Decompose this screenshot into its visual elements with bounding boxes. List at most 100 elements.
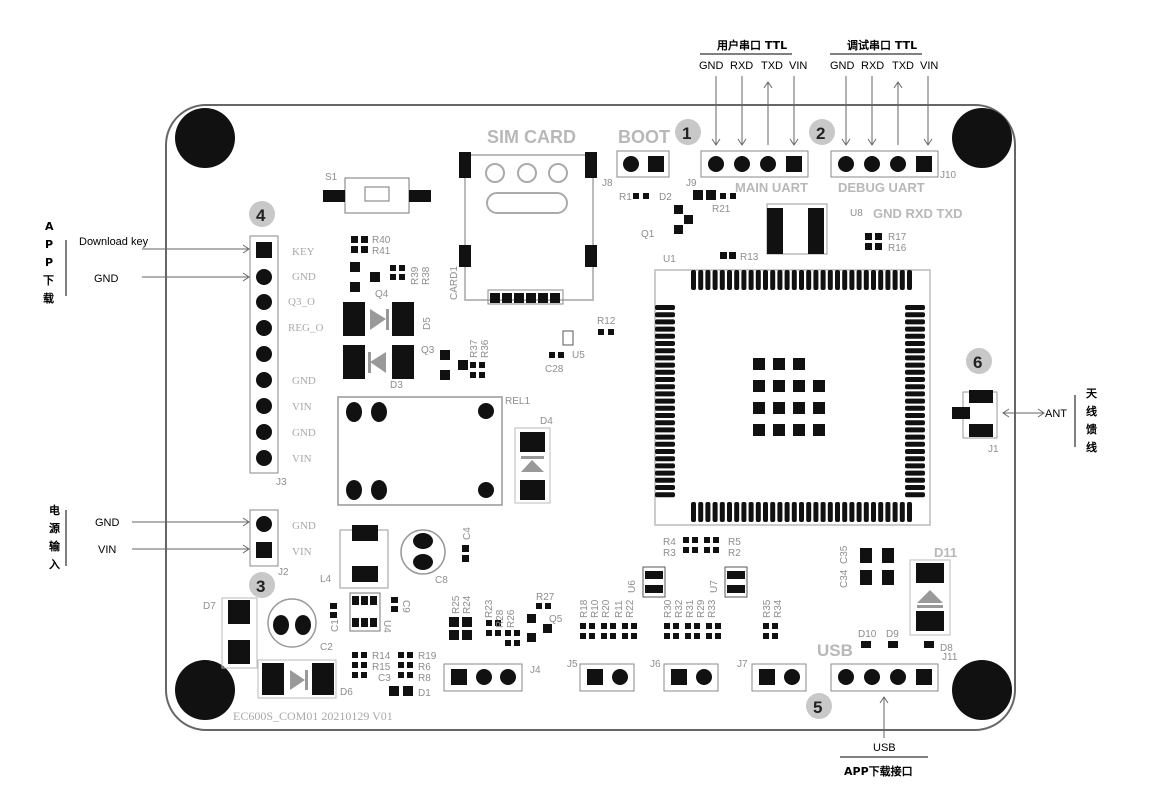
u1-pad: [905, 341, 925, 346]
svg-text:R34: R34: [773, 599, 784, 618]
u1-pad: [905, 492, 925, 498]
u1-pad: [712, 270, 718, 290]
svg-text:J6: J6: [650, 659, 661, 670]
debug-uart-header: [830, 150, 939, 178]
u1-pad: [755, 502, 761, 522]
svg-text:D1: D1: [418, 688, 431, 699]
u1-pad: [905, 384, 925, 390]
svg-text:KEY: KEY: [292, 246, 315, 258]
u1-pad: [905, 470, 925, 476]
svg-text:R1: R1: [619, 192, 632, 203]
svg-text:R15: R15: [372, 662, 391, 673]
svg-text:R41: R41: [372, 246, 391, 257]
svg-text:VIN: VIN: [292, 401, 312, 413]
svg-text:R16: R16: [888, 243, 907, 254]
badge-6: 6: [966, 348, 992, 374]
svg-text:R3: R3: [663, 548, 676, 559]
svg-text:J11: J11: [942, 652, 958, 663]
svg-text:GND: GND: [95, 517, 120, 529]
u1-pad: [727, 502, 732, 522]
u1-pad: [905, 434, 925, 440]
svg-text:R33: R33: [707, 599, 718, 618]
mounting-hole: [175, 660, 235, 720]
u1-pad: [655, 441, 675, 447]
svg-text:R14: R14: [372, 651, 391, 662]
svg-text:R8: R8: [418, 673, 431, 684]
u1-pad: [842, 270, 848, 290]
u1-pad: [655, 384, 675, 390]
svg-text:入: 入: [49, 558, 60, 571]
u1-pad: [905, 391, 925, 397]
svg-text:J4: J4: [530, 665, 541, 676]
u1-pad: [655, 362, 675, 368]
u1-pad: [741, 270, 747, 290]
u1-pad: [784, 270, 790, 290]
u1-pad: [770, 502, 776, 522]
u1-pad: [734, 502, 740, 522]
u1-pad: [655, 319, 675, 325]
u1-pad: [655, 369, 675, 375]
u1-pad: [863, 502, 869, 522]
svg-text:CARD1: CARD1: [449, 266, 460, 300]
u1-pad: [806, 270, 812, 290]
svg-text:J2: J2: [278, 567, 289, 578]
svg-text:天: 天: [1086, 387, 1098, 400]
relay-rel1: [337, 396, 503, 506]
mounting-hole: [952, 108, 1012, 168]
svg-text:R27: R27: [536, 592, 555, 603]
u1-pad: [655, 470, 675, 476]
u1-pad: [905, 441, 925, 447]
svg-text:U6: U6: [627, 580, 638, 593]
u1-pad: [655, 391, 675, 397]
u1-pad: [777, 502, 783, 522]
svg-text:REL1: REL1: [505, 396, 530, 407]
u1-pad: [827, 502, 833, 522]
u1-pad: [655, 463, 675, 469]
u1-pad: [892, 270, 898, 290]
svg-text:输: 输: [49, 539, 61, 553]
svg-text:线: 线: [1086, 440, 1097, 454]
usb-annotation-subtitle: APP下载接口: [844, 764, 913, 778]
u1-pad: [734, 270, 740, 290]
u1-pad: [655, 312, 675, 318]
u1-pad: [705, 502, 711, 522]
mounting-hole: [952, 660, 1012, 720]
u1-pad: [655, 427, 675, 433]
usb-annotation-title: USB: [873, 742, 896, 754]
svg-text:P: P: [45, 256, 53, 269]
u1-pad: [655, 456, 675, 462]
u1-pad: [655, 413, 675, 418]
svg-text:R28: R28: [495, 609, 506, 628]
u1-pad: [878, 502, 884, 522]
antenna-vertical-label: 天 线 馈 线: [1086, 387, 1098, 454]
svg-text:J7: J7: [737, 659, 748, 670]
svg-text:GND: GND: [292, 520, 316, 532]
svg-text:Q1: Q1: [641, 229, 655, 240]
u1-pad: [871, 270, 876, 290]
svg-text:线: 线: [1086, 404, 1097, 418]
u1-pad: [712, 502, 718, 522]
u1-pad: [899, 270, 905, 290]
u1-pad: [655, 348, 675, 354]
main-uart-header: [700, 150, 809, 178]
svg-text:R38: R38: [421, 266, 432, 285]
svg-text:R29: R29: [696, 599, 707, 618]
user-uart-title: 用户串口 TTL: [717, 38, 787, 52]
main-uart-silk: MAIN UART: [735, 180, 808, 195]
u8-pin-silk: GND RXD TXD: [873, 206, 963, 221]
usb-silk: USB: [817, 641, 853, 660]
svg-text:Q4: Q4: [375, 289, 389, 300]
u1-pad: [907, 270, 912, 290]
svg-text:C28: C28: [545, 364, 564, 375]
u1-pad: [655, 398, 675, 404]
svg-text:D6: D6: [340, 687, 353, 698]
u1-pad: [905, 369, 925, 375]
u1-pad: [748, 502, 754, 522]
svg-text:VIN: VIN: [292, 453, 312, 465]
svg-text:R31: R31: [685, 599, 696, 618]
u1-pad: [655, 420, 675, 426]
svg-text:RXD: RXD: [730, 60, 753, 72]
svg-text:D2: D2: [659, 192, 672, 203]
svg-text:R24: R24: [462, 595, 473, 614]
svg-text:REG_O: REG_O: [288, 322, 324, 334]
